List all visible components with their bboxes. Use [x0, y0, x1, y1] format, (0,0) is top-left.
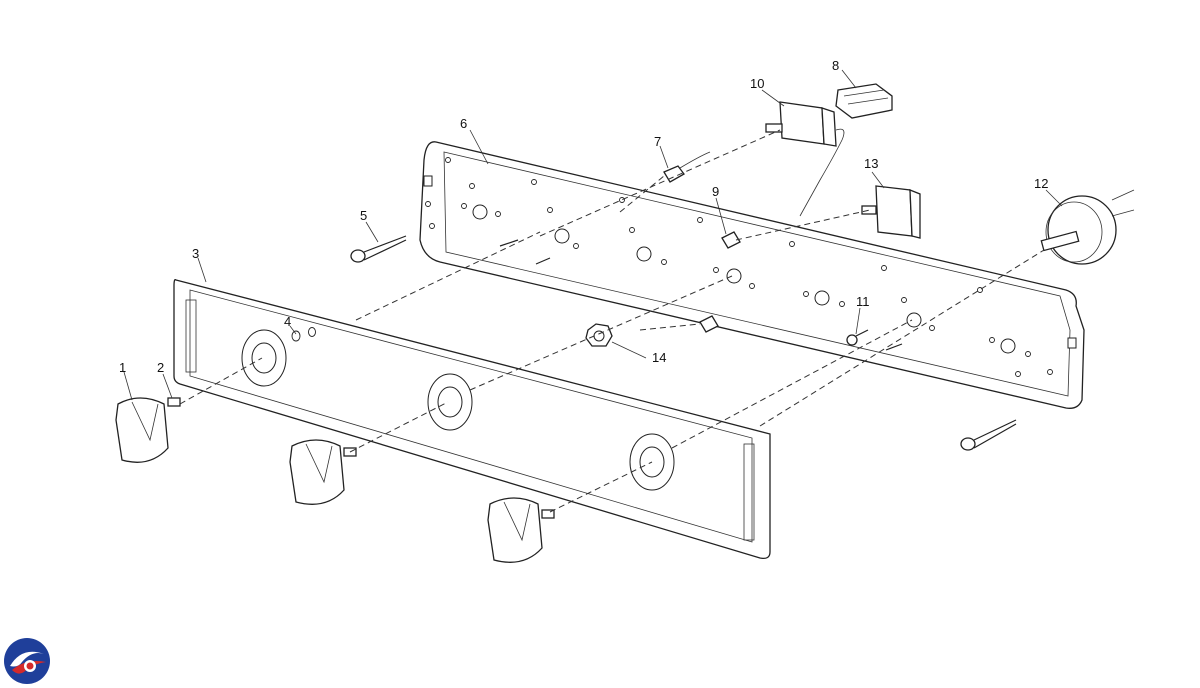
- callout-1: 1: [119, 360, 126, 375]
- control-knob-2: [289, 439, 345, 505]
- ignition-switch-7: [663, 151, 711, 183]
- terminal-block-8: [835, 83, 893, 119]
- callout-labels: 1 2 3 4 5 6 7 8 9 10 11 12 13 14: [119, 58, 1048, 375]
- small-screws: [499, 239, 903, 351]
- assembly-guide-lines: [179, 129, 1045, 513]
- callout-9: 9: [712, 184, 719, 199]
- callout-13: 13: [864, 156, 878, 171]
- thermostat-10: [765, 101, 845, 217]
- control-knob-3: [487, 497, 543, 563]
- callout-8: 8: [832, 58, 839, 73]
- callout-2: 2: [157, 360, 164, 375]
- callout-12: 12: [1034, 176, 1048, 191]
- callout-11: 11: [856, 294, 870, 309]
- callout-6: 6: [460, 116, 467, 131]
- screw-5: [350, 235, 407, 263]
- callout-14: 14: [652, 350, 666, 365]
- control-panel-rear: [419, 141, 1085, 409]
- control-knob-1: [115, 397, 169, 463]
- front-fascia-panel: [173, 278, 771, 560]
- callout-5: 5: [360, 208, 367, 223]
- knob-insert-3: [541, 509, 555, 519]
- callout-leaders: [123, 69, 1063, 401]
- nut-14: [585, 323, 613, 347]
- screw-bottom: [960, 419, 1017, 451]
- screw-11: [846, 329, 869, 346]
- brand-logo-icon: [4, 638, 50, 684]
- energy-regulator-13: [861, 185, 921, 239]
- callout-7: 7: [654, 134, 661, 149]
- knob-insert-1: [167, 397, 181, 407]
- callout-10: 10: [750, 76, 764, 91]
- callout-3: 3: [192, 246, 199, 261]
- timer-12: [1040, 189, 1135, 265]
- callout-4: 4: [284, 314, 291, 329]
- indicator-lamp-9: [699, 231, 741, 333]
